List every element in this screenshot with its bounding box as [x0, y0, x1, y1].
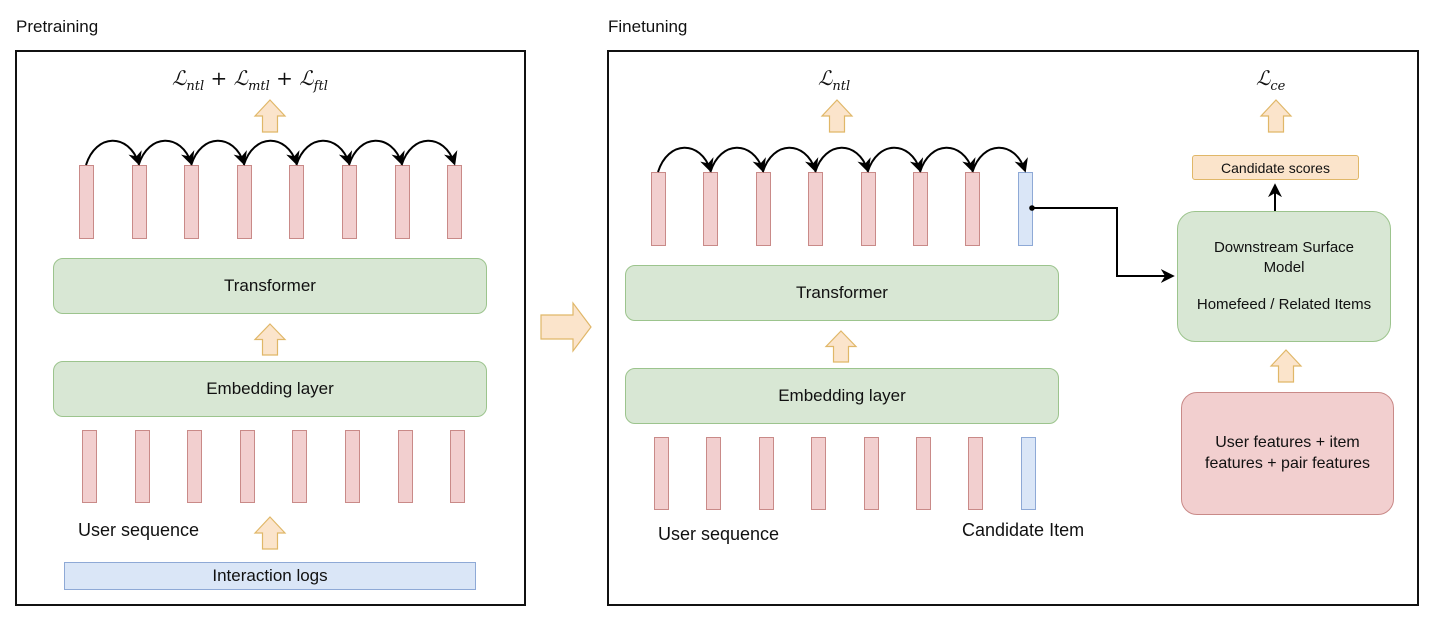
finetuning-transformer-box: Transformer	[625, 265, 1059, 321]
pretraining-embedding-box: Embedding layer	[53, 361, 487, 417]
downstream-line3: Homefeed / Related Items	[1196, 296, 1372, 314]
finetuning-panel	[607, 50, 1419, 606]
candidate-scores-label: Candidate scores	[1221, 159, 1330, 176]
input-token	[239, 430, 255, 503]
input-token	[345, 430, 360, 503]
next-token-arrow	[85, 139, 142, 166]
input-token	[654, 437, 669, 510]
loss-up-arrow	[820, 99, 854, 133]
input-token	[811, 437, 827, 510]
loss-ntl: ℒntl	[172, 66, 205, 94]
candidate-token	[1020, 437, 1036, 510]
downstream-line1: Downstream Surface	[1213, 239, 1355, 257]
next-token-arrow	[400, 139, 458, 166]
next-token-arrow	[709, 146, 766, 173]
finetuning-loss-ce: ℒce	[1256, 66, 1286, 94]
candidate-embedding-connector	[1029, 205, 1175, 283]
user-item-pair-features-box: User features + item features + pair fea…	[1181, 392, 1394, 515]
input-token	[863, 437, 879, 510]
logs-to-sequence-arrow	[253, 516, 287, 550]
next-token-arrow	[295, 139, 353, 166]
input-token	[916, 437, 931, 510]
candidate-scores-box: Candidate scores	[1192, 155, 1359, 180]
next-token-arrow	[919, 146, 976, 173]
input-token	[706, 437, 722, 510]
interaction-logs-box: Interaction logs	[64, 562, 476, 590]
finetuning-title: Finetuning	[608, 17, 688, 36]
next-token-arrow	[137, 139, 195, 166]
downstream-line2: Model	[1263, 258, 1305, 276]
input-token	[134, 430, 150, 503]
input-token	[397, 430, 413, 503]
input-token	[187, 430, 203, 503]
pretraining-loss-formula: ℒntl + ℒmtl + ℒftl	[172, 66, 328, 94]
next-token-arrow	[761, 146, 819, 173]
loss-ftl: ℒftl	[299, 66, 328, 94]
loss-mtl: ℒmtl	[233, 66, 270, 94]
output-token	[651, 172, 666, 246]
embedding-label: Embedding layer	[206, 379, 334, 398]
next-token-arrow	[971, 146, 1028, 173]
loss-up-arrow	[1259, 99, 1293, 133]
output-token	[79, 165, 94, 239]
embedding-to-transformer-arrow	[824, 330, 858, 363]
next-token-arrow	[866, 146, 924, 173]
candidate-item-label: Candidate Item	[962, 520, 1085, 540]
transformer-label: Transformer	[796, 283, 888, 302]
transformer-label: Transformer	[224, 276, 316, 295]
downstream-surface-model-box: Downstream Surface Model Homefeed / Rela…	[1177, 211, 1391, 342]
pretraining-transformer-box: Transformer	[53, 258, 487, 314]
input-token	[82, 430, 97, 503]
finetuning-user-sequence-label: User sequence	[658, 524, 780, 544]
pretrain-to-finetune-arrow	[540, 301, 592, 353]
input-token	[758, 437, 774, 510]
finetuning-embedding-box: Embedding layer	[625, 368, 1059, 424]
finetuning-loss-ntl: ℒntl	[818, 66, 851, 94]
input-token	[968, 437, 984, 510]
next-token-arrow	[190, 139, 247, 166]
features-line1: User features + item	[1215, 433, 1360, 451]
interaction-logs-label: Interaction logs	[212, 566, 328, 585]
embedding-to-transformer-arrow	[253, 323, 287, 356]
input-token	[450, 430, 466, 503]
pretraining-user-sequence-label: User sequence	[78, 520, 200, 540]
loss-up-arrow	[253, 99, 287, 133]
next-token-arrow	[348, 139, 405, 166]
connector-line	[1032, 207, 1175, 283]
features-to-model-arrow	[1269, 349, 1303, 383]
next-token-arrow	[657, 146, 714, 173]
features-line2: features + pair features	[1205, 454, 1370, 472]
input-token	[292, 430, 308, 503]
next-token-arrow	[242, 139, 300, 166]
embedding-label: Embedding layer	[778, 386, 906, 405]
next-token-arrow	[814, 146, 871, 173]
pretraining-panel	[15, 50, 526, 606]
pretraining-title: Pretraining	[16, 17, 99, 36]
